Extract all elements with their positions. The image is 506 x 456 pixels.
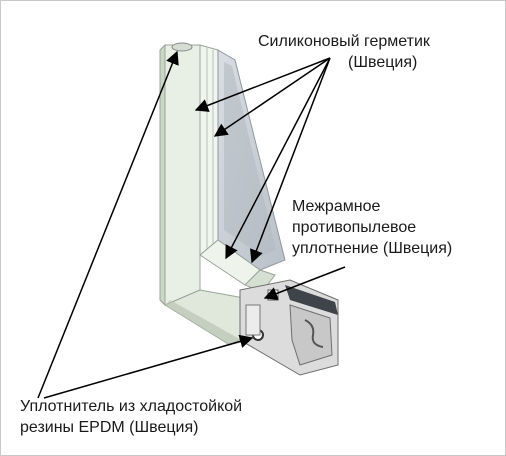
leader-dust-seal [263,266,346,300]
frame-bottom-shadow [165,300,245,345]
label-epdm-line1: Уплотнитель из хладостойкой [20,398,243,415]
leader-sealant-1 [194,57,331,112]
leader-epdm-2 [43,334,254,399]
label-silicone-sealant-line2: (Швеция) [348,54,418,71]
frame-top-cap [171,42,193,52]
label-dust-seal-line1: Межрамное [292,198,381,215]
label-epdm-line2: резины EPDM (Швеция) [20,419,199,436]
label-dust-seal-line3: уплотнение (Швеция) [292,240,453,257]
sash-vertical [199,44,219,257]
leader-sealant-3 [225,57,331,260]
label-silicone-sealant: Силиконовый герметик (Швеция) [258,31,430,73]
leader-sealant-2 [213,57,331,137]
label-epdm-gasket: Уплотнитель из хладостойкой резины EPDM … [20,396,242,438]
label-dust-seal: Межрамное противопылевое уплотнение (Шве… [292,196,452,259]
frame-vertical-face [164,44,201,306]
label-silicone-sealant-line1: Силиконовый герметик [258,33,430,50]
leader-sealant-4 [250,57,331,264]
leader-epdm-1 [37,50,179,399]
label-dust-seal-line2: противопылевое [292,219,417,236]
